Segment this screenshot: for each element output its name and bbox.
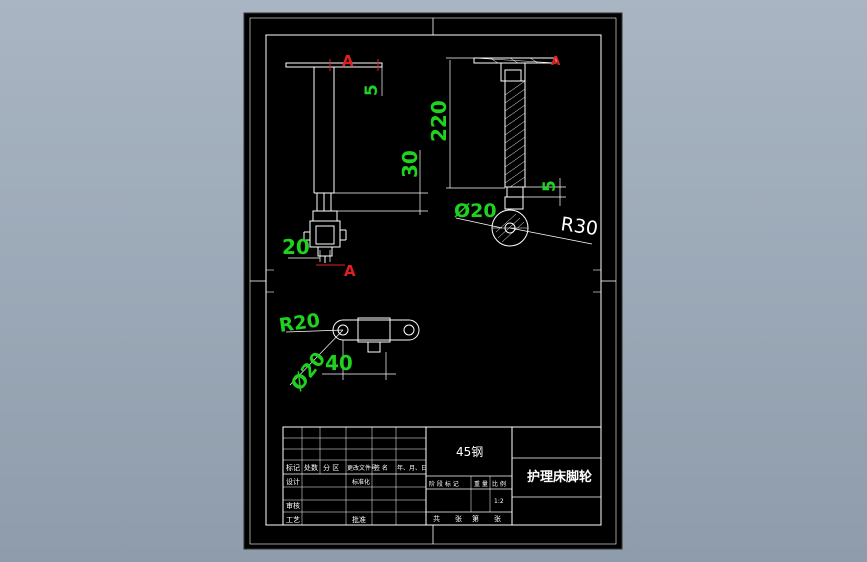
label-marks: 标记 bbox=[286, 463, 300, 472]
dimension-30: 30 bbox=[398, 150, 422, 178]
dimension-lines-left bbox=[288, 67, 428, 262]
part-name-label: 护理床脚轮 bbox=[527, 469, 592, 485]
section-mark-a-top: A bbox=[342, 52, 354, 70]
label-zone: 分 区 bbox=[323, 463, 339, 472]
drawing-sheet bbox=[243, 12, 623, 550]
section-view-right bbox=[473, 57, 557, 247]
label-page-unit: 张 bbox=[494, 514, 501, 523]
label-page: 第 bbox=[472, 514, 479, 523]
dimension-40: 40 bbox=[325, 351, 353, 375]
label-count: 处数 bbox=[304, 463, 318, 472]
label-total: 共 bbox=[433, 514, 440, 523]
label-approve: 批准 bbox=[352, 515, 366, 524]
label-review: 审核 bbox=[286, 501, 300, 510]
label-ratio: 比 例 bbox=[492, 480, 506, 488]
dimension-dia20-right: Ø20 bbox=[454, 200, 497, 222]
scale-value: 1:2 bbox=[494, 498, 504, 505]
title-block-grid bbox=[282, 426, 602, 526]
dimension-5-top: 5 bbox=[362, 84, 382, 96]
front-view-left bbox=[285, 59, 383, 266]
dimension-r30: R30 bbox=[559, 213, 599, 240]
label-standardize: 标准化 bbox=[352, 478, 370, 486]
section-mark-a-bottom: A bbox=[344, 262, 356, 280]
label-stage-mark: 阶 段 标 记 bbox=[429, 480, 459, 488]
label-design: 设计 bbox=[286, 477, 300, 486]
section-mark-a-right: A bbox=[551, 54, 561, 68]
material-label: 45钢 bbox=[456, 445, 483, 459]
dimension-20-left: 20 bbox=[282, 235, 310, 259]
label-process: 工艺 bbox=[286, 516, 300, 524]
dimension-lines-right bbox=[446, 57, 593, 245]
title-block-stage-labels: 阶 段 标 记 重 量 比 例 共 张 第 张 bbox=[429, 480, 506, 523]
title-block-row-labels: 标记 处数 分 区 更改文件号 签 名 年、月、日 设计 标准化 审核 工艺 批… bbox=[286, 463, 427, 524]
label-sheets: 张 bbox=[455, 514, 462, 523]
label-change-doc: 更改文件号 bbox=[347, 464, 377, 472]
dimension-5-right: 5 bbox=[540, 180, 560, 192]
label-date: 年、月、日 bbox=[397, 464, 427, 472]
dimension-220: 220 bbox=[427, 100, 451, 142]
section-hatching bbox=[495, 80, 526, 243]
dimension-lines-bottom bbox=[285, 329, 396, 386]
label-weight: 重 量 bbox=[474, 480, 488, 488]
label-signature: 签 名 bbox=[374, 464, 388, 472]
